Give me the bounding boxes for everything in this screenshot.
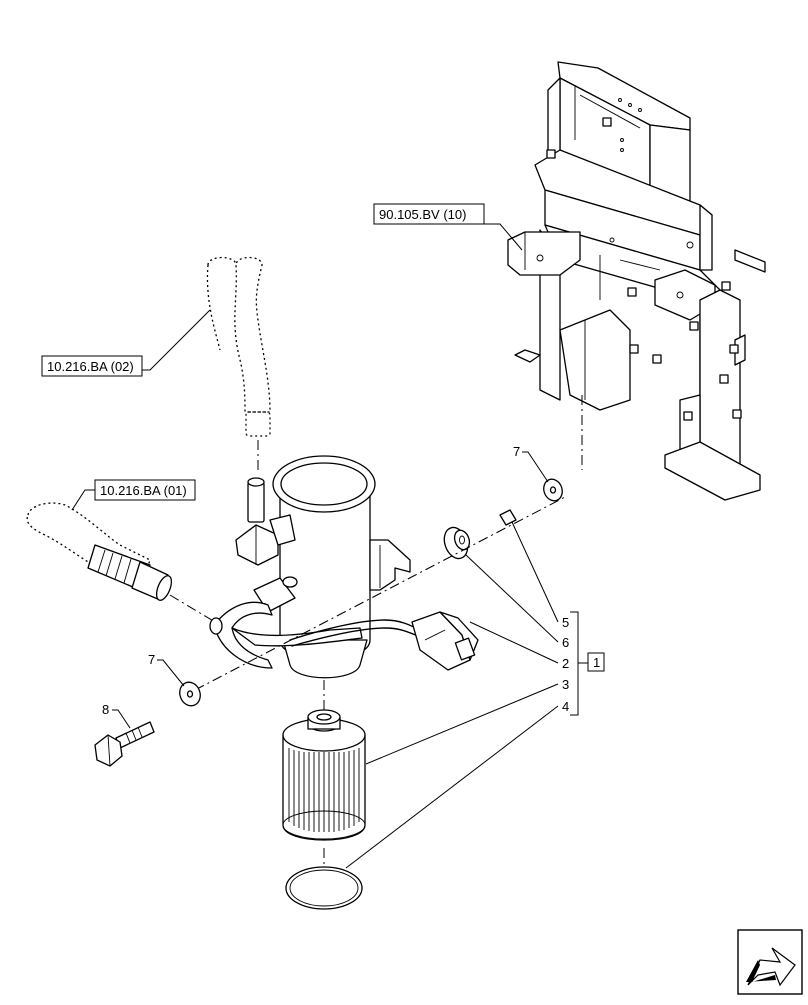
callout-4: 4: [562, 699, 569, 714]
callout-washer-top: 7: [513, 444, 520, 459]
spacer-pin: [499, 509, 517, 526]
washer-left: 7: [148, 652, 201, 707]
o-ring: [285, 866, 363, 910]
callout-5: 5: [562, 615, 569, 630]
hose-lower: [26, 502, 216, 623]
filter-housing: [209, 455, 479, 679]
mounting-frame: [507, 61, 766, 501]
callout-assembly: 1: [593, 655, 600, 670]
callout-washer-left: 7: [148, 652, 155, 667]
hose-lower-reference-label: 10.216.BA (01): [100, 483, 187, 498]
hose-upper-reference: 10.216.BA (02): [41, 309, 211, 377]
filter-element: [282, 709, 366, 841]
frame-reference-label: 90.105.BV (10): [379, 207, 466, 222]
hose-lower-reference: 10.216.BA (01): [71, 479, 196, 511]
filter-pleats: [288, 748, 360, 832]
callout-6: 6: [562, 635, 569, 650]
callout-bolt: 8: [102, 702, 109, 717]
hose-upper-reference-label: 10.216.BA (02): [47, 359, 134, 374]
bolt: 8: [94, 702, 155, 767]
hose-upper: [206, 256, 271, 470]
washer-top: 7: [513, 444, 563, 502]
frame-reference: 90.105.BV (10): [373, 203, 523, 251]
navigation-arrow-icon[interactable]: [737, 929, 803, 995]
callout-2: 2: [562, 656, 569, 671]
callout-list: 5 6 2 3 4 1: [345, 521, 605, 869]
callout-3: 3: [562, 677, 569, 692]
